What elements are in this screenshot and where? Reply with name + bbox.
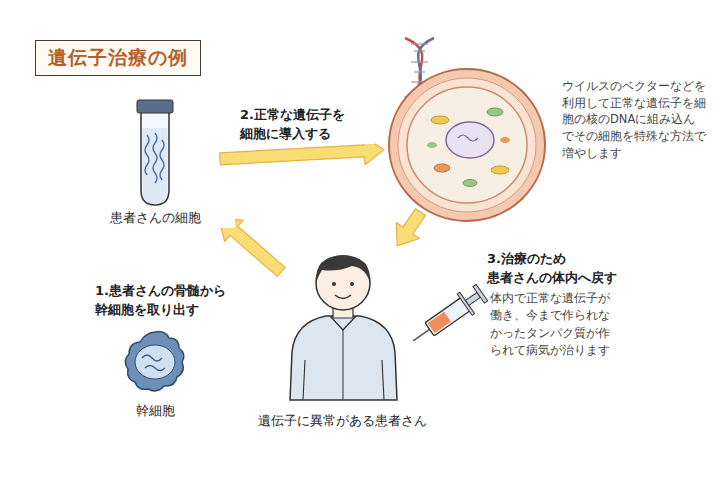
test-tube-part (143, 128, 168, 204)
patient-figure-part (330, 316, 356, 330)
cell-illustration-part (487, 108, 503, 116)
dna-helix-part-part (411, 61, 428, 62)
cell-illustration-part (434, 164, 450, 172)
stem-cell-part (142, 355, 165, 371)
cell-illustration-part (458, 135, 478, 141)
test-tube-part (153, 133, 157, 183)
patient-figure-part (290, 316, 397, 400)
node-label: 遺伝子に異常がある患者さん (240, 412, 445, 431)
title: 遺伝子治療の例 (35, 40, 201, 76)
test-tube-part (145, 135, 149, 175)
step-label: 2.正常な遺伝子を 細胞に導入する (240, 106, 375, 144)
dna-helix-part-part (411, 43, 428, 44)
cell-illustration-part (463, 180, 477, 187)
step-label: 1.患者さんの骨髄から 幹細胞を取り出す (95, 282, 265, 320)
stem-cell-part (125, 332, 184, 391)
test-tube (137, 100, 173, 205)
cell-illustration-part (500, 137, 510, 143)
patient-figure-part (335, 295, 351, 299)
syringe-part (473, 284, 488, 303)
note-text: 3.治療のため 患者さんの体内へ戻す (487, 250, 647, 288)
cell-illustration-part (398, 78, 536, 212)
cell-illustration-part (389, 69, 545, 221)
tube-node: 患者さんの細胞 (95, 95, 215, 230)
stem-cell-part (135, 345, 175, 379)
cell-illustration-part (407, 87, 527, 203)
note-text: 体内で正常な遺伝子が働き、今まで作られなかったタンパク質が作られて病気が治ります (490, 290, 618, 360)
patient-figure-part (332, 282, 336, 286)
test-tube-part (141, 112, 169, 205)
patient-figure-part (350, 282, 354, 286)
syringe-part (428, 312, 451, 333)
stem-cell-node: 幹細胞 (118, 330, 193, 395)
patient-node: 遺伝子に異常がある患者さん (285, 250, 400, 400)
node-label: 幹細胞 (108, 402, 203, 421)
patient-figure (290, 255, 397, 400)
cell-illustration-part (491, 166, 509, 174)
cell-illustration-part (446, 122, 494, 158)
patient-figure-part (382, 360, 384, 400)
cell-illustration (389, 69, 545, 221)
syringe-part (413, 329, 429, 340)
stem-cell (125, 332, 184, 391)
test-tube-part (160, 140, 164, 180)
patient-figure-part (316, 256, 370, 310)
cell-illustration-part (431, 116, 449, 124)
patient-figure-part (303, 360, 305, 400)
patient-figure-part (316, 255, 370, 283)
patient-figure-part (343, 330, 344, 400)
dna-helix-part-part (414, 50, 425, 51)
cell-illustration-part (427, 142, 437, 148)
cell-node: ウイルスのベクターなどを利用して正常な遺伝子を細胞の核のDNAに組み込んでその細… (389, 69, 545, 221)
node-label: 患者さんの細胞 (75, 209, 235, 228)
test-tube-part (137, 100, 173, 113)
syringe (406, 282, 490, 351)
block-arrow (396, 209, 425, 246)
dna-helix-part-part (414, 71, 425, 72)
node-label: ウイルスのベクターなどを利用して正常な遺伝子を細胞の核のDNAに組み込んでその細… (562, 78, 707, 161)
